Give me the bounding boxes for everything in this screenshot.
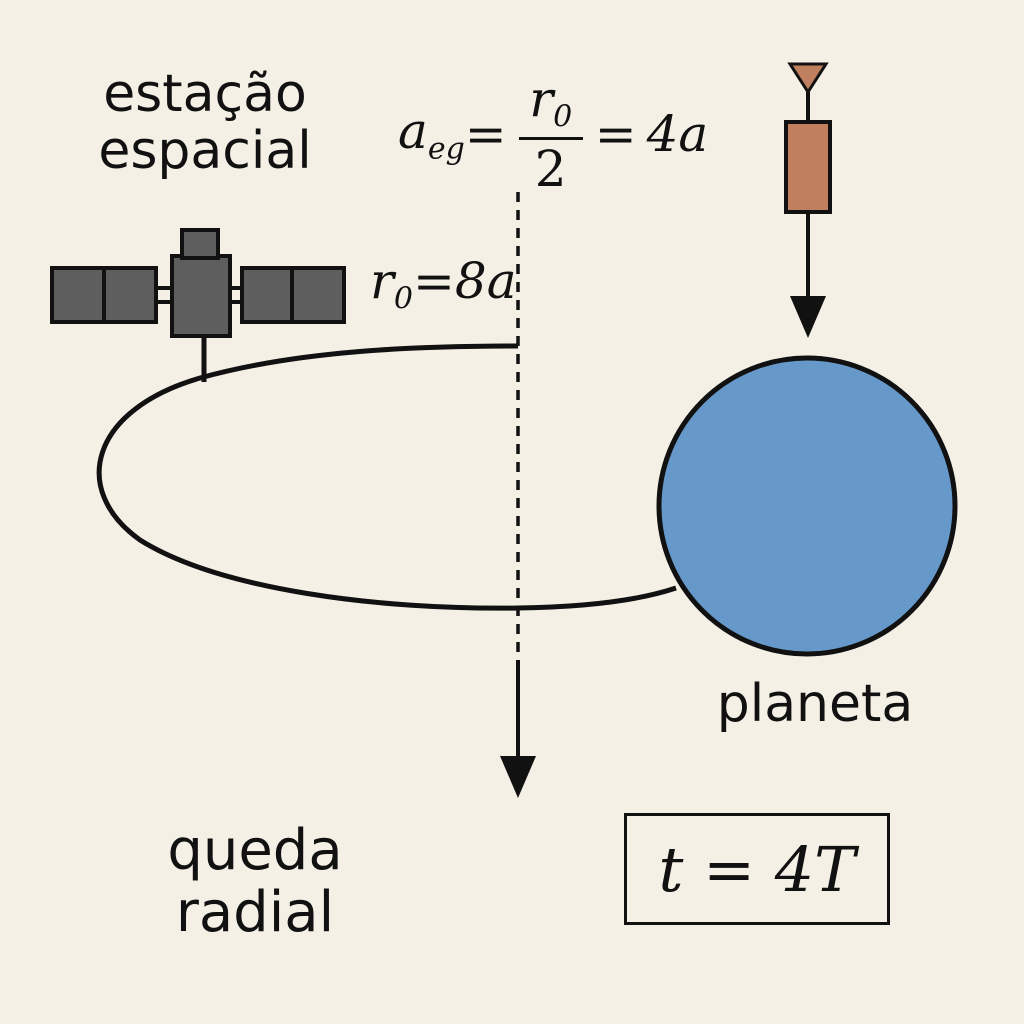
time-result-box: t = 4T xyxy=(624,813,890,925)
radial-fall-label-line1: queda xyxy=(167,818,343,883)
radius-equals: = xyxy=(413,252,455,310)
fraction-numerator: r xyxy=(529,70,554,128)
station-label: estação espacial xyxy=(60,64,350,182)
planet-icon xyxy=(656,355,958,657)
probe-fall-arrowhead xyxy=(790,296,826,338)
acceleration-symbol: a xyxy=(398,101,428,160)
station-label-line2: espacial xyxy=(98,121,312,182)
fraction-numerator-subscript: 0 xyxy=(553,99,573,135)
orbit-path xyxy=(96,343,677,611)
radial-fall-label: queda radial xyxy=(120,820,390,943)
acceleration-subscript: eg xyxy=(427,131,465,166)
acceleration-fraction: r0 2 xyxy=(518,74,583,198)
station-label-line1: estação xyxy=(103,64,307,124)
planet-label: planeta xyxy=(716,674,914,734)
acceleration-value: 4a xyxy=(646,104,709,163)
fraction-denominator: 2 xyxy=(534,139,567,198)
acceleration-equation: aeg = r0 2 = 4a xyxy=(398,74,708,194)
radius-value: 8a xyxy=(454,252,517,310)
radius-symbol: r xyxy=(370,252,394,310)
initial-radius-equation: r0=8a xyxy=(370,252,517,317)
radial-fall-label-line2: radial xyxy=(175,879,335,945)
probe-icon xyxy=(784,62,832,214)
fraction-bar xyxy=(518,136,583,140)
space-station-icon xyxy=(50,228,346,382)
radial-fall-arrowhead xyxy=(500,756,536,798)
radius-subscript: 0 xyxy=(393,281,413,317)
acceleration-equals: = xyxy=(464,104,507,163)
acceleration-equals-2: = xyxy=(594,104,637,163)
